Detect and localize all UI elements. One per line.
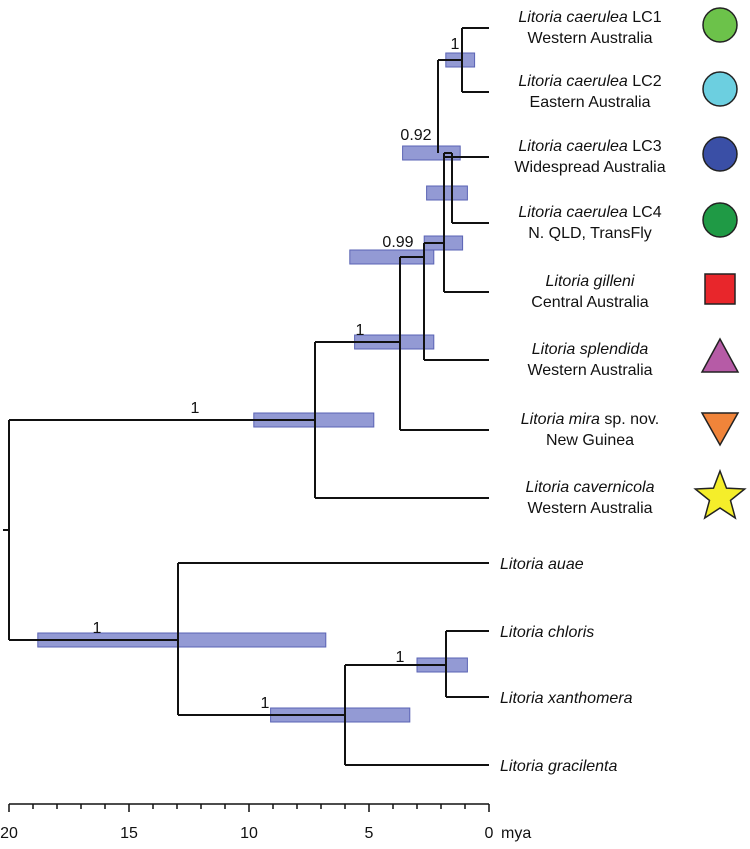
taxon-label-0: Litoria caerulea LC1 [518, 9, 661, 26]
support-value-n_grac: 1 [261, 695, 270, 712]
taxon-species: Litoria chloris [500, 624, 594, 641]
star-icon-7 [693, 468, 747, 520]
support-value-n_green: 1 [191, 400, 200, 417]
support-value-n_lc12: 1 [451, 36, 460, 53]
circle-icon-0 [702, 7, 738, 43]
taxon-label-11: Litoria gracilenta [500, 758, 618, 775]
axis-tick-label: 5 [365, 825, 374, 842]
axis-tick-label: 0 [485, 825, 494, 842]
taxon-suffix: LC4 [628, 204, 662, 221]
taxon-label-10: Litoria xanthomera [500, 690, 633, 707]
taxon-region-3: N. QLD, TransFly [528, 225, 652, 242]
taxon-label-2: Litoria caerulea LC3 [518, 138, 661, 155]
taxon-suffix: sp. nov. [600, 411, 659, 428]
taxon-species: Litoria caerulea [518, 73, 628, 90]
taxon-species: Litoria gracilenta [500, 758, 618, 775]
taxon-label-6: Litoria mira sp. nov. [521, 411, 659, 428]
support-value-n_splA: 1 [356, 322, 365, 339]
branches-layer [3, 27, 489, 766]
taxon-label-9: Litoria chloris [500, 624, 594, 641]
axis-tick-label: 15 [120, 825, 138, 842]
taxon-species: Litoria caerulea [518, 9, 628, 26]
taxon-species: Litoria cavernicola [526, 479, 655, 496]
support-value-n_chl: 1 [396, 649, 405, 666]
taxon-species: Litoria caerulea [518, 138, 628, 155]
taxon-region-0: Western Australia [527, 30, 652, 47]
taxon-species: Litoria splendida [532, 341, 649, 358]
axis-unit-label: mya [501, 825, 531, 842]
taxon-region-6: New Guinea [546, 432, 634, 449]
time-axis: 20 15 10 5 0 mya [0, 803, 531, 842]
taxon-label-4: Litoria gilleni [546, 273, 635, 290]
taxon-species: Litoria auae [500, 556, 584, 573]
support-value-n_092: 0.92 [400, 127, 431, 144]
circle-icon-2 [702, 136, 738, 172]
hpd-bar-n_lc34 [426, 185, 468, 201]
taxon-region-7: Western Australia [527, 500, 652, 517]
taxon-suffix: LC1 [628, 9, 662, 26]
support-value-n_auae: 1 [93, 620, 102, 637]
symbols-layer [693, 7, 747, 520]
taxon-species: Litoria caerulea [518, 204, 628, 221]
taxon-label-3: Litoria caerulea LC4 [518, 204, 661, 221]
taxon-region-5: Western Australia [527, 362, 652, 379]
hpd-bars-layer [37, 52, 476, 723]
taxon-region-1: Eastern Australia [530, 94, 651, 111]
hpd-bar-n_mira [349, 249, 435, 265]
taxon-region-2: Widespread Australia [514, 159, 665, 176]
taxon-suffix: LC2 [628, 73, 662, 90]
square-icon-4 [704, 273, 736, 305]
triangle-up-icon-5 [700, 337, 740, 373]
taxon-species: Litoria gilleni [546, 273, 635, 290]
triangle-down-icon-6 [700, 412, 740, 447]
axis-tick-label: 10 [240, 825, 258, 842]
taxon-region-4: Central Australia [531, 294, 648, 311]
taxon-suffix: LC3 [628, 138, 662, 155]
taxon-species: Litoria xanthomera [500, 690, 633, 707]
taxon-label-8: Litoria auae [500, 556, 584, 573]
circle-icon-1 [702, 71, 738, 107]
taxon-species: Litoria mira [521, 411, 600, 428]
taxon-label-5: Litoria splendida [532, 341, 649, 358]
support-value-n_099: 0.99 [382, 234, 413, 251]
circle-icon-3 [702, 202, 738, 238]
axis-tick-label: 20 [0, 825, 18, 842]
taxon-label-7: Litoria cavernicola [526, 479, 655, 496]
taxon-label-1: Litoria caerulea LC2 [518, 73, 661, 90]
